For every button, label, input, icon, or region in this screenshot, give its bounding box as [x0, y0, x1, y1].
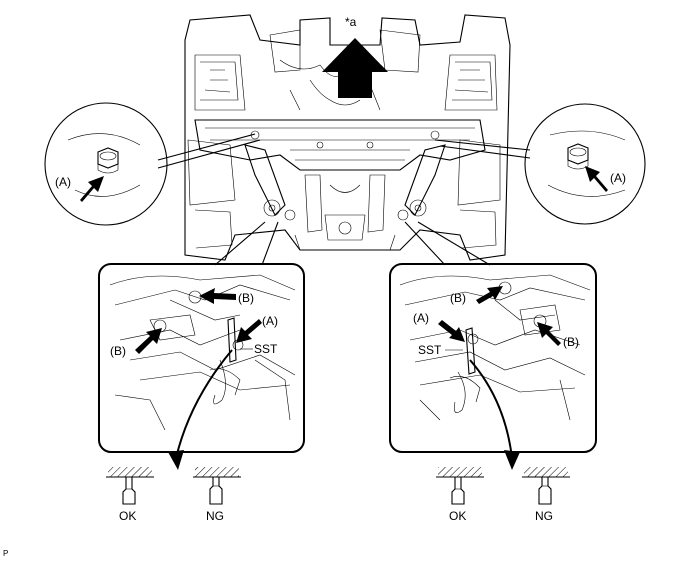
right-circle-label-a: (A) — [610, 171, 626, 185]
left-bolt-a-arrow — [80, 176, 104, 202]
right-panel-label-a: (A) — [413, 311, 429, 325]
left-panel-label-sst: SST — [254, 342, 278, 356]
right-panel-b-top-arrow — [476, 286, 503, 304]
right-detail-panel: (B) (B) (A) SST — [389, 221, 597, 470]
left-ok-illustration: OK — [106, 467, 154, 523]
vehicle-underbody-drawing — [184, 14, 511, 261]
direction-label: *a — [345, 15, 357, 29]
right-detail-frame — [389, 263, 597, 453]
left-circle-label-a: (A) — [55, 175, 71, 189]
right-panel-label-sst: SST — [418, 343, 442, 357]
right-panel-a-arrow — [438, 320, 465, 342]
left-panel-label-b-top: (B) — [238, 291, 254, 305]
right-ok-label: OK — [449, 509, 466, 523]
left-panel-label-a: (A) — [262, 314, 278, 328]
left-ok-label: OK — [119, 509, 136, 523]
left-ng-label: NG — [206, 509, 224, 523]
left-panel-label-b-left: (B) — [110, 344, 126, 358]
right-panel-b-right-arrow — [537, 322, 561, 346]
left-detail-frame — [98, 263, 305, 453]
left-detail-callout: (A) — [44, 102, 261, 226]
corner-mark: P — [3, 549, 8, 558]
right-bolt-a-arrow — [585, 166, 608, 192]
right-detail-circle — [524, 103, 646, 225]
right-ok-illustration: OK — [436, 467, 484, 523]
right-curve-arrowhead — [504, 450, 520, 470]
left-curve-arrowhead — [168, 450, 184, 470]
left-detail-circle — [44, 102, 168, 226]
front-direction-arrow — [322, 38, 388, 98]
left-panel-b-top-arrow — [199, 288, 236, 304]
right-ng-label: NG — [535, 509, 553, 523]
right-panel-label-b-top: (B) — [450, 291, 466, 305]
left-panel-a-arrow — [236, 319, 262, 343]
right-ng-illustration: NG — [522, 467, 570, 523]
left-detail-panel: (B) (B) (A) SST — [98, 221, 305, 470]
right-panel-label-b-right: (B) — [563, 335, 579, 349]
left-ng-illustration: NG — [193, 467, 241, 523]
right-detail-callout: (A) — [434, 103, 646, 225]
left-panel-b-left-arrow — [135, 328, 162, 354]
